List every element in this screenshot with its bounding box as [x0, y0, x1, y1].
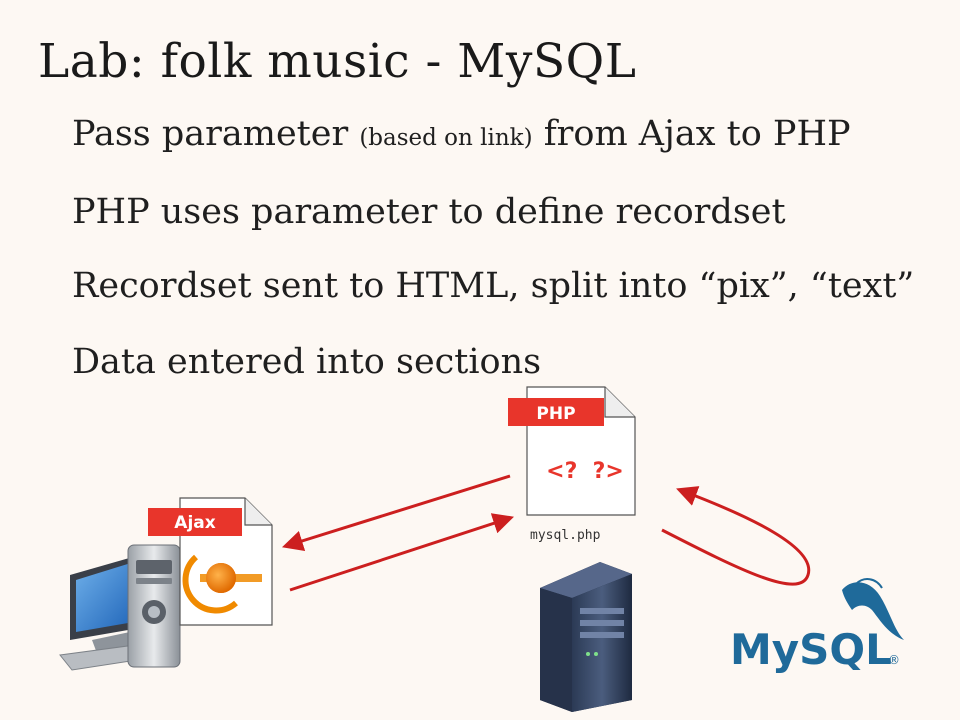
bullet-1: Pass parameter (based on link) from Ajax… — [72, 112, 851, 160]
bullet-1-text-b: from Ajax to PHP — [532, 114, 851, 154]
ajax-file-icon: Ajax — [148, 497, 273, 626]
arrow-php-to-ajax — [281, 474, 511, 552]
mysql-logo-registered: ® — [888, 653, 900, 667]
php-badge-label: PHP — [536, 404, 575, 424]
arrow-mysql-roundtrip — [661, 486, 811, 586]
php-code-label: <? ?> — [546, 459, 624, 484]
slide-title: Lab: folk music - MySQL — [38, 34, 637, 89]
mysql-logo-icon: MySQL ® — [730, 578, 904, 674]
ajax-badge — [148, 508, 242, 536]
php-filename-label: mysql.php — [530, 528, 601, 543]
bullet-4-text: Data entered into sections — [72, 342, 542, 382]
bullet-3-text: Recordset sent to HTML, split into “pix”… — [72, 266, 915, 306]
bullet-1-note: (based on link) — [359, 125, 533, 151]
php-file-icon: PHP <? ?> — [508, 386, 636, 516]
bullet-3: Recordset sent to HTML, split into “pix”… — [72, 264, 914, 308]
data-flow-arrows — [281, 474, 811, 592]
mysql-logo-text: MySQL — [730, 625, 892, 674]
ajax-badge-label: Ajax — [174, 513, 215, 533]
bullet-4: Data entered into sections — [72, 340, 541, 384]
php-badge — [508, 398, 604, 426]
bullet-2: PHP uses parameter to define recordset — [72, 190, 786, 234]
bullet-2-text: PHP uses parameter to define recordset — [72, 192, 786, 232]
client-computer-icon — [59, 544, 181, 671]
bullet-1-text-a: Pass parameter — [72, 114, 360, 154]
server-icon — [540, 562, 632, 712]
arrow-ajax-to-php — [289, 513, 514, 592]
